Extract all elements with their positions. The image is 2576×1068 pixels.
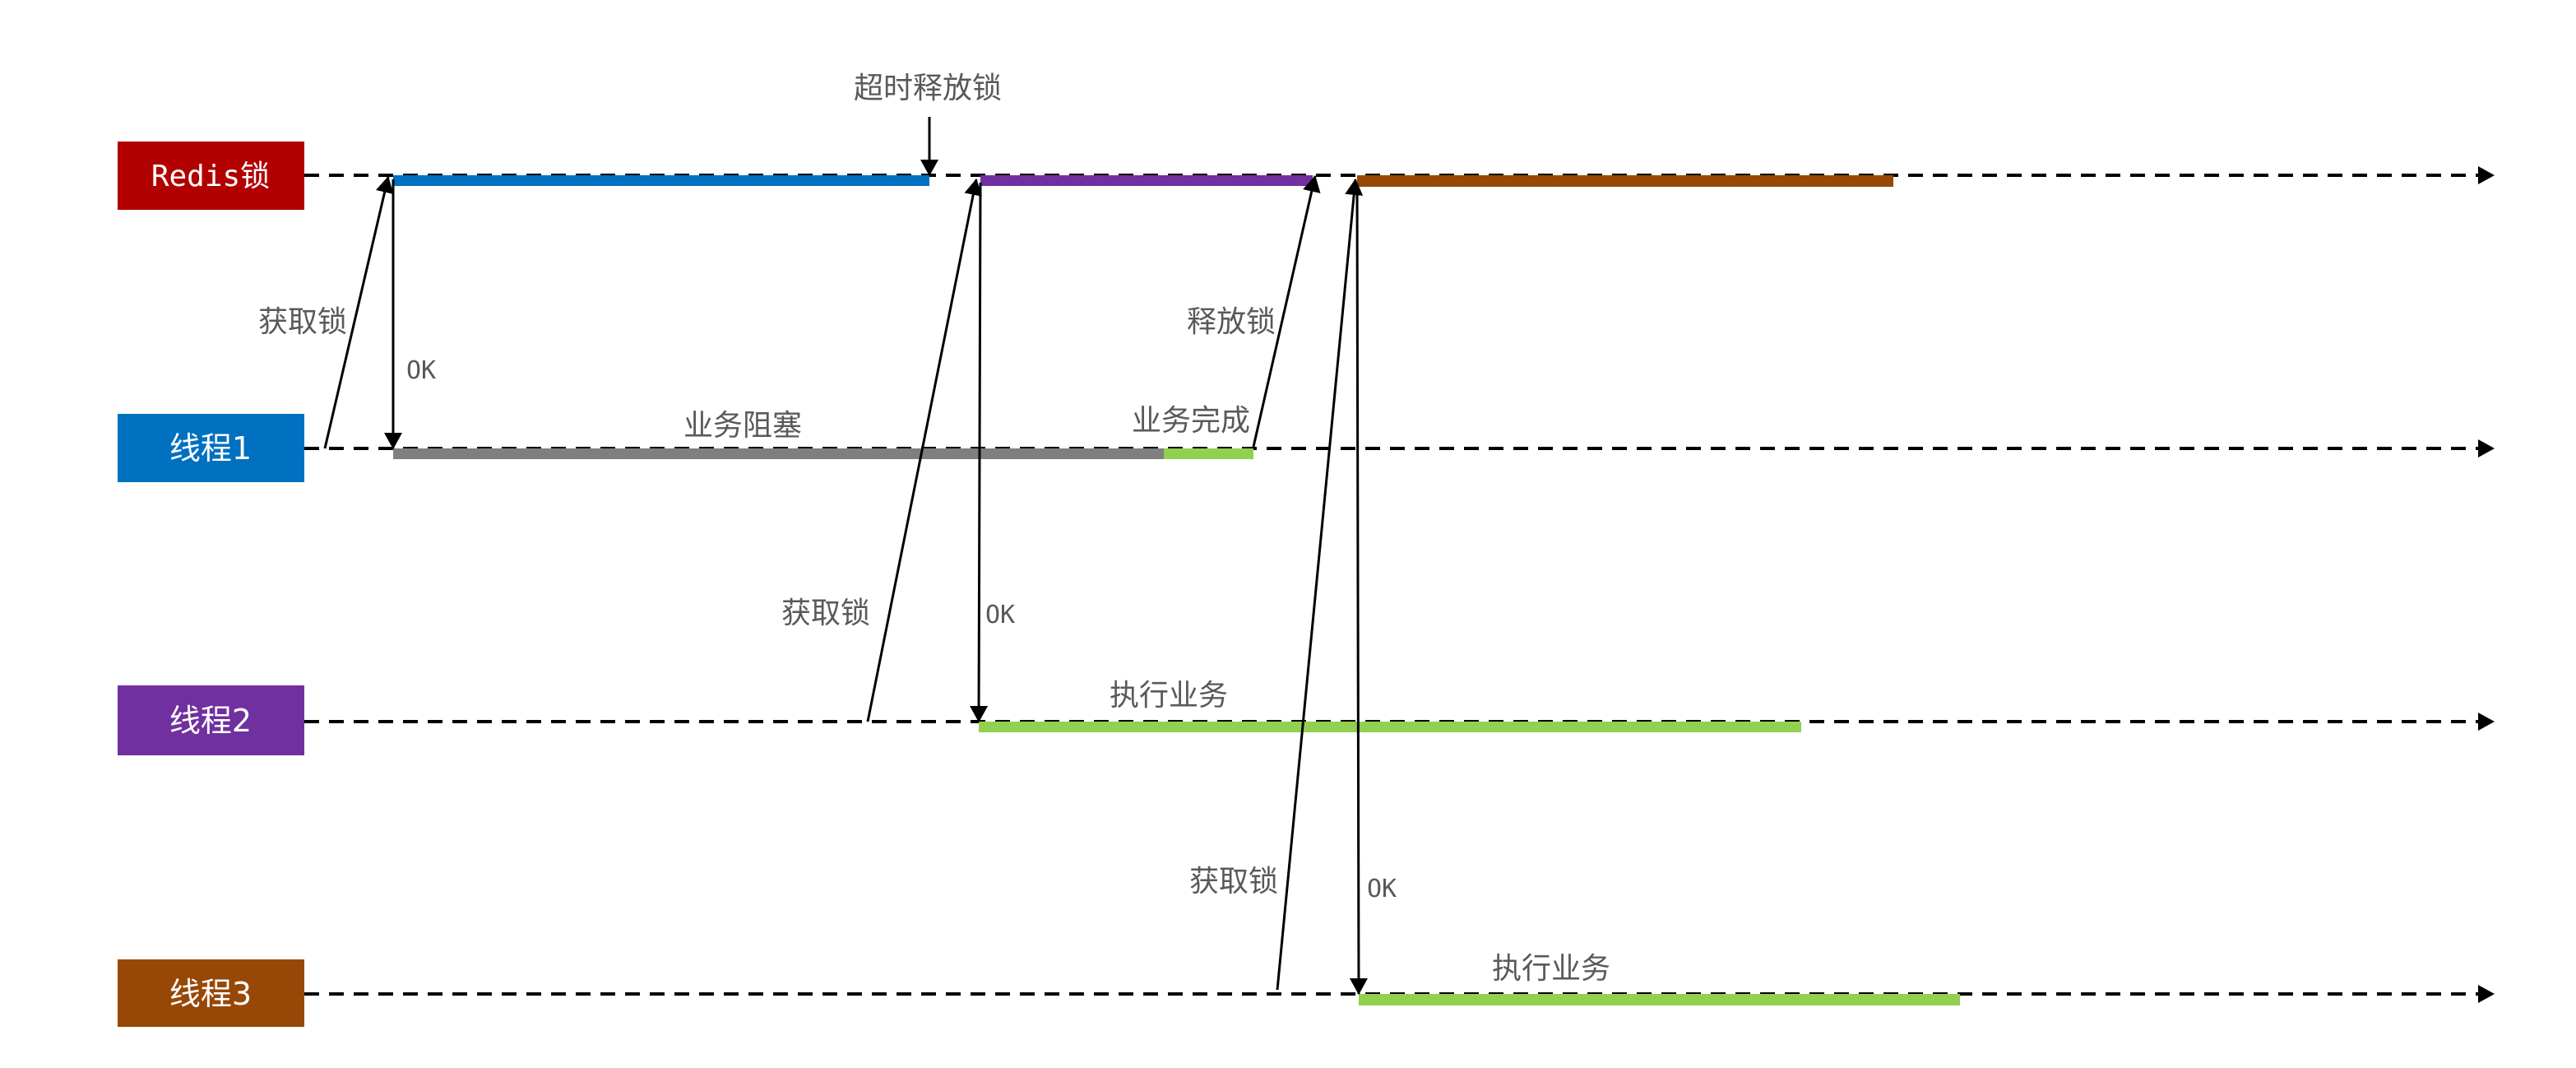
thread2-ok-arrow	[970, 182, 989, 722]
thread2-box	[118, 685, 304, 755]
lock-hold-thread2	[980, 175, 1313, 186]
lane-thread1: 线程1	[118, 414, 304, 482]
thread1-acquire-label: 获取锁	[258, 305, 347, 339]
activity-bars	[393, 448, 1960, 1005]
thread3-ok-arrow	[1349, 184, 1368, 995]
annotations: 超时释放锁 获取锁 OK 业务阻塞 业务完成 释放锁 获取锁 OK 执行业务 获…	[258, 72, 1610, 986]
thread2-exec-bar	[979, 722, 1801, 732]
thread2-exec-label: 执行业务	[1110, 679, 1228, 713]
thread3-exec-bar	[1359, 994, 1960, 1005]
lane-thread3: 线程3	[118, 959, 304, 1027]
thread1-done-label: 业务完成	[1132, 404, 1250, 438]
timeout-release-label: 超时释放锁	[854, 72, 1002, 105]
thread3-acquire-label: 获取锁	[1189, 865, 1278, 899]
thread1-label: 线程1	[169, 430, 252, 467]
thread3-box	[118, 959, 304, 1027]
lock-hold-thread1	[393, 175, 929, 186]
thread1-blocked-label: 业务阻塞	[683, 409, 802, 443]
lock-hold-bars	[393, 175, 1893, 187]
lane-thread2: 线程2	[118, 685, 304, 755]
thread3-acquire-arrow	[1276, 179, 1364, 991]
thread1-acquire-arrow	[323, 176, 394, 449]
thread2-ok-label: OK	[985, 601, 1015, 629]
lane-redis-lock: Redis锁	[118, 142, 304, 210]
thread2-label: 线程2	[169, 703, 252, 739]
thread1-ok-label: OK	[406, 356, 436, 385]
timelines	[304, 166, 2495, 1003]
thread3-exec-label: 执行业务	[1492, 952, 1610, 986]
thread2-acquire-label: 获取锁	[781, 597, 870, 630]
thread1-blocked-bar	[393, 448, 1164, 459]
thread2-acquire-arrow	[866, 179, 983, 722]
redis-lock-label: Redis锁	[151, 160, 270, 193]
thread1-box	[118, 414, 304, 482]
lock-hold-thread3	[1357, 175, 1893, 187]
redis-lock-box	[118, 142, 304, 210]
messages	[323, 117, 1368, 995]
lane-labels: Redis锁 线程1 线程2 线程3	[118, 142, 304, 1027]
thread3-label: 线程3	[169, 976, 252, 1012]
thread1-release-arrow	[1252, 175, 1321, 448]
thread1-done-bar	[1164, 448, 1253, 459]
thread1-release-label: 释放锁	[1187, 305, 1276, 339]
thread3-ok-label: OK	[1367, 875, 1397, 903]
